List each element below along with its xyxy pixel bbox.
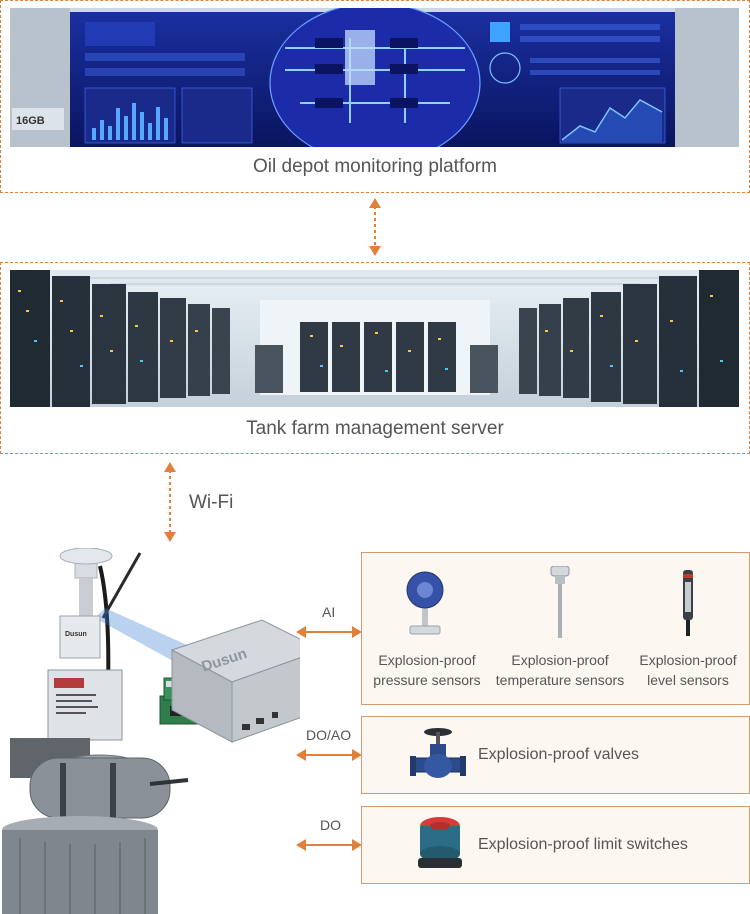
wifi-label: Wi-Fi: [189, 492, 234, 513]
temperature-sensor-label: Explosion-proof temperature sensors: [490, 650, 630, 690]
valve-icon: [410, 728, 466, 778]
control-room-image: 16GB: [10, 8, 739, 147]
doao-label: DO/AO: [306, 727, 352, 743]
server-caption: Tank farm management server: [246, 418, 504, 439]
tank-equipment-illustration: Dusun Dusun: [2, 548, 300, 914]
control-room-illustration: 16GB: [10, 8, 739, 147]
limit-switch-icon: [418, 817, 462, 868]
server-room-image: [10, 270, 739, 407]
do-label: DO: [320, 817, 341, 833]
ai-label: AI: [322, 604, 336, 620]
pressure-sensor-icon: [406, 571, 444, 635]
platform-caption: Oil depot monitoring platform: [253, 156, 497, 177]
valves-box: [361, 716, 750, 794]
valves-label: Explosion-proof valves: [478, 746, 639, 763]
level-sensor-icon: [683, 570, 693, 636]
temperature-sensor-line1: Explosion-proof: [511, 652, 609, 668]
wifi-arrow: [164, 462, 176, 542]
level-sensor-line2: level sensors: [647, 672, 729, 688]
doao-arrow: [296, 749, 362, 761]
pressure-sensor-line2: pressure sensors: [373, 672, 481, 688]
switches-label: Explosion-proof limit switches: [478, 836, 688, 853]
screen-text: 16GB: [16, 115, 45, 127]
pressure-sensor-line1: Explosion-proof: [378, 652, 476, 668]
level-sensor-line1: Explosion-proof: [639, 652, 737, 668]
ai-arrow: [296, 626, 362, 638]
do-arrow: [296, 839, 362, 851]
temperature-sensor-line2: temperature sensors: [495, 672, 625, 688]
platform-server-arrow: [369, 198, 381, 256]
server-room-illustration: [10, 270, 739, 407]
pressure-sensor-label: Explosion-proof pressure sensors: [366, 650, 488, 690]
level-sensor-label: Explosion-proof level sensors: [628, 650, 748, 690]
temperature-sensor-icon: [550, 566, 570, 638]
svg-text:Dusun: Dusun: [65, 631, 87, 638]
